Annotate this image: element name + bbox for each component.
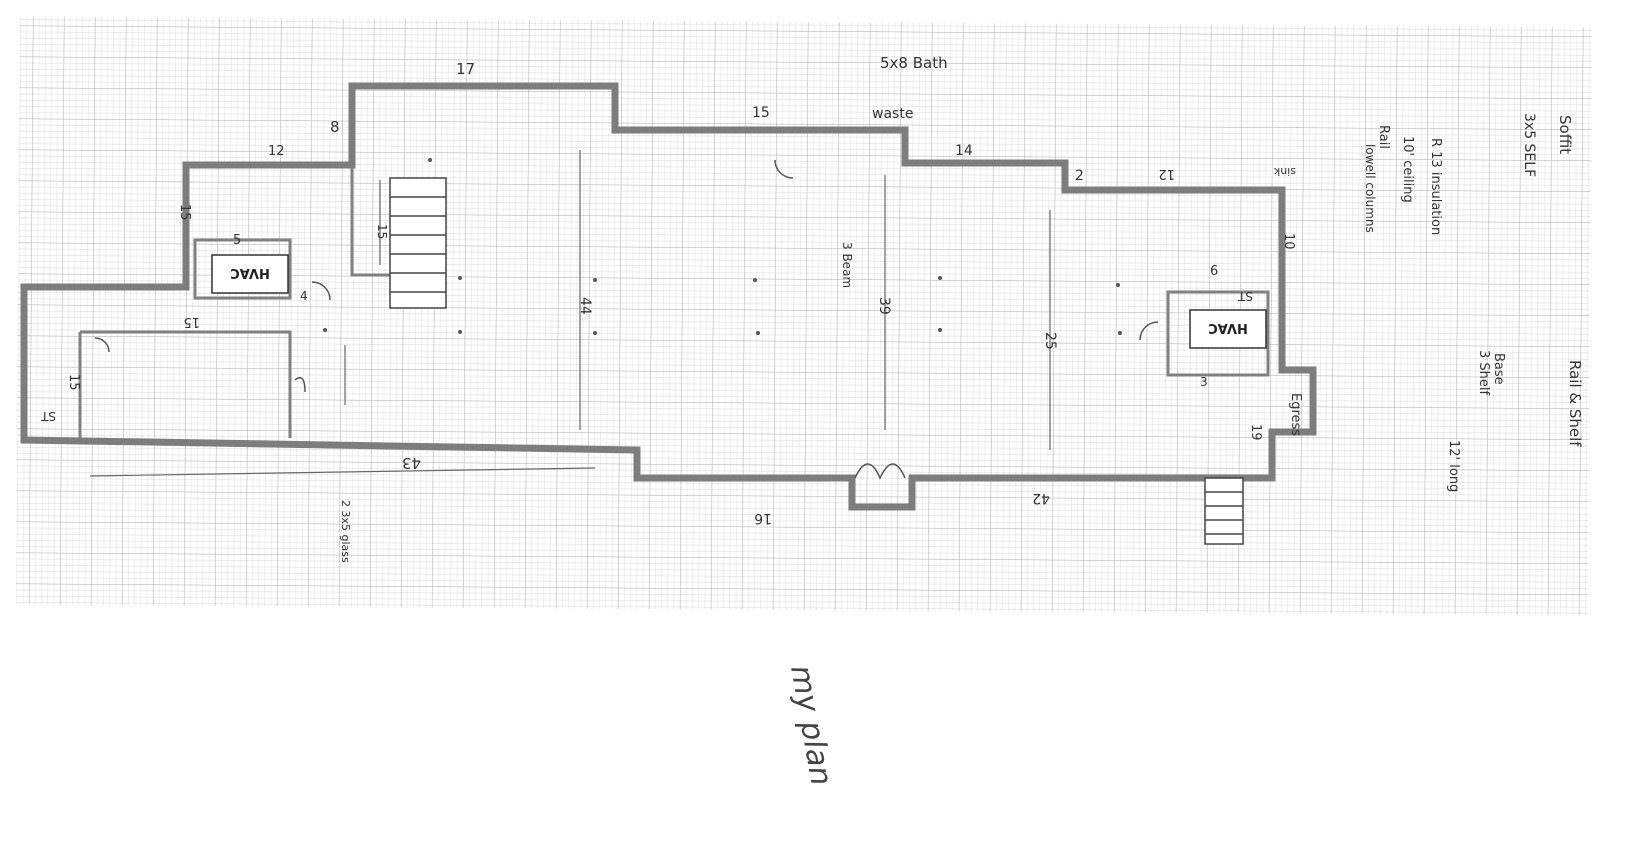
exterior-wall <box>20 82 1317 511</box>
dim-16-bottom: 16 <box>754 510 772 526</box>
dim-15-stair: 15 <box>375 224 389 239</box>
dim-12: 12 <box>268 144 285 159</box>
hvac-unit-left: HVAC <box>211 254 289 294</box>
dim-15-room: 15 <box>183 314 200 329</box>
dim-14: 14 <box>955 143 973 159</box>
dim-25: 25 <box>1042 332 1058 350</box>
dim-12-right: 12 <box>1158 166 1175 181</box>
svg-text:HVAC: HVAC <box>230 265 270 280</box>
label-beam: 3 Beam <box>840 242 854 288</box>
label-bath: 5x8 Bath <box>880 54 948 72</box>
label-st-right: ST <box>1237 289 1253 303</box>
interior-walls <box>78 165 1270 438</box>
dim-5: 5 <box>233 233 241 248</box>
hvac-unit-right: HVAC <box>1189 309 1267 349</box>
note-rail-shelf: Rail & Shelf <box>1566 360 1584 447</box>
note-lowell: lowell columns <box>1363 144 1377 233</box>
dim-15-left: 15 <box>177 204 192 221</box>
dim-42: 42 <box>1032 490 1050 506</box>
label-egress: Egress <box>1288 393 1303 436</box>
label-st-left: ST <box>40 409 56 423</box>
dim-15-top: 15 <box>752 105 770 121</box>
dim-39: 39 <box>876 297 892 315</box>
label-glass: 2 3x5 glass <box>339 500 352 563</box>
label-sink: sink <box>1273 165 1296 178</box>
note-rail: Rail <box>1376 125 1391 149</box>
note-long: 12' long <box>1446 440 1461 492</box>
door-swings <box>94 159 1159 480</box>
signature: my plan <box>783 663 839 789</box>
dim-6: 6 <box>1210 264 1218 279</box>
dim-43: 43 <box>402 454 421 472</box>
dim-10: 10 <box>1281 233 1296 250</box>
dim-19: 19 <box>1248 424 1263 441</box>
graph-paper <box>15 16 1592 616</box>
note-base: Base <box>1491 353 1506 385</box>
dimension-lines <box>89 150 1051 477</box>
stairs-right <box>1204 477 1244 545</box>
columns <box>323 158 1122 335</box>
dim-15-small: 15 <box>66 374 81 391</box>
dim-2: 2 <box>1075 168 1084 184</box>
note-ceiling: 10' ceiling <box>1400 136 1415 203</box>
dim-4: 4 <box>300 289 308 303</box>
dim-17: 17 <box>456 60 475 78</box>
stairs-left <box>389 177 447 309</box>
note-self: 3x5 SELF <box>1521 113 1537 177</box>
svg-text:HVAC: HVAC <box>1208 320 1248 335</box>
label-waste: waste <box>872 106 913 122</box>
note-soffit: Soffit <box>1556 115 1574 154</box>
note-shelf: 3 Shelf <box>1476 350 1491 396</box>
dim-3: 3 <box>1200 375 1208 389</box>
dim-8: 8 <box>330 118 340 136</box>
note-r13: R 13 insulation <box>1428 138 1443 235</box>
dim-44: 44 <box>577 297 593 315</box>
